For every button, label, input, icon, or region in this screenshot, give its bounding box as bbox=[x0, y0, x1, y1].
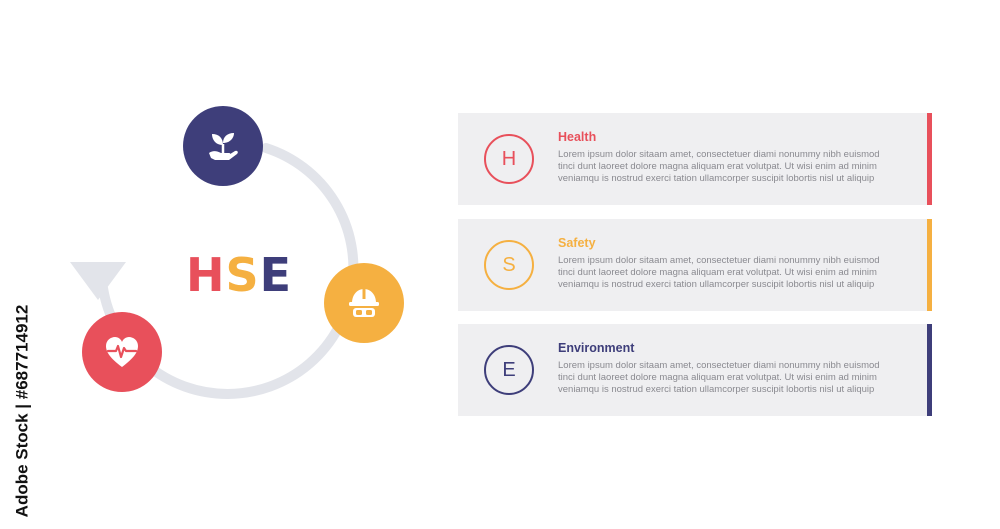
card-body: Lorem ipsum dolor sitaam amet, consectet… bbox=[558, 360, 880, 395]
title-letter-s: S bbox=[225, 248, 260, 302]
environment-node bbox=[183, 106, 263, 186]
title-letter-h: H bbox=[186, 248, 226, 302]
card-accent-bar bbox=[927, 324, 932, 416]
stock-id-watermark: Adobe Stock | #687714912 bbox=[8, 296, 36, 526]
card-accent-bar bbox=[927, 113, 932, 205]
hard-hat-goggles-icon bbox=[349, 289, 379, 317]
cycle-ring bbox=[70, 143, 359, 399]
card-letter-badge: E bbox=[484, 345, 534, 395]
card-title: Safety bbox=[558, 236, 596, 250]
card-environment: E Environment Lorem ipsum dolor sitaam a… bbox=[458, 324, 932, 416]
card-body: Lorem ipsum dolor sitaam amet, consectet… bbox=[558, 149, 880, 184]
card-title: Health bbox=[558, 130, 597, 144]
stock-id-text: Adobe Stock | #687714912 bbox=[12, 304, 31, 518]
card-safety: S Safety Lorem ipsum dolor sitaam amet, … bbox=[458, 219, 932, 311]
hse-title: HSE bbox=[186, 252, 292, 298]
cycle-arrowhead bbox=[70, 262, 126, 300]
heart-pulse-icon bbox=[106, 337, 138, 367]
card-health: H Health Lorem ipsum dolor sitaam amet, … bbox=[458, 113, 932, 205]
card-letter-badge: H bbox=[484, 134, 534, 184]
safety-node bbox=[324, 263, 404, 343]
health-node bbox=[82, 312, 162, 392]
title-letter-e: E bbox=[259, 248, 293, 302]
card-accent-bar bbox=[927, 219, 932, 311]
card-title: Environment bbox=[558, 341, 635, 355]
card-body: Lorem ipsum dolor sitaam amet, consectet… bbox=[558, 255, 880, 290]
plant-hand-icon bbox=[209, 133, 238, 160]
card-letter-badge: S bbox=[484, 240, 534, 290]
